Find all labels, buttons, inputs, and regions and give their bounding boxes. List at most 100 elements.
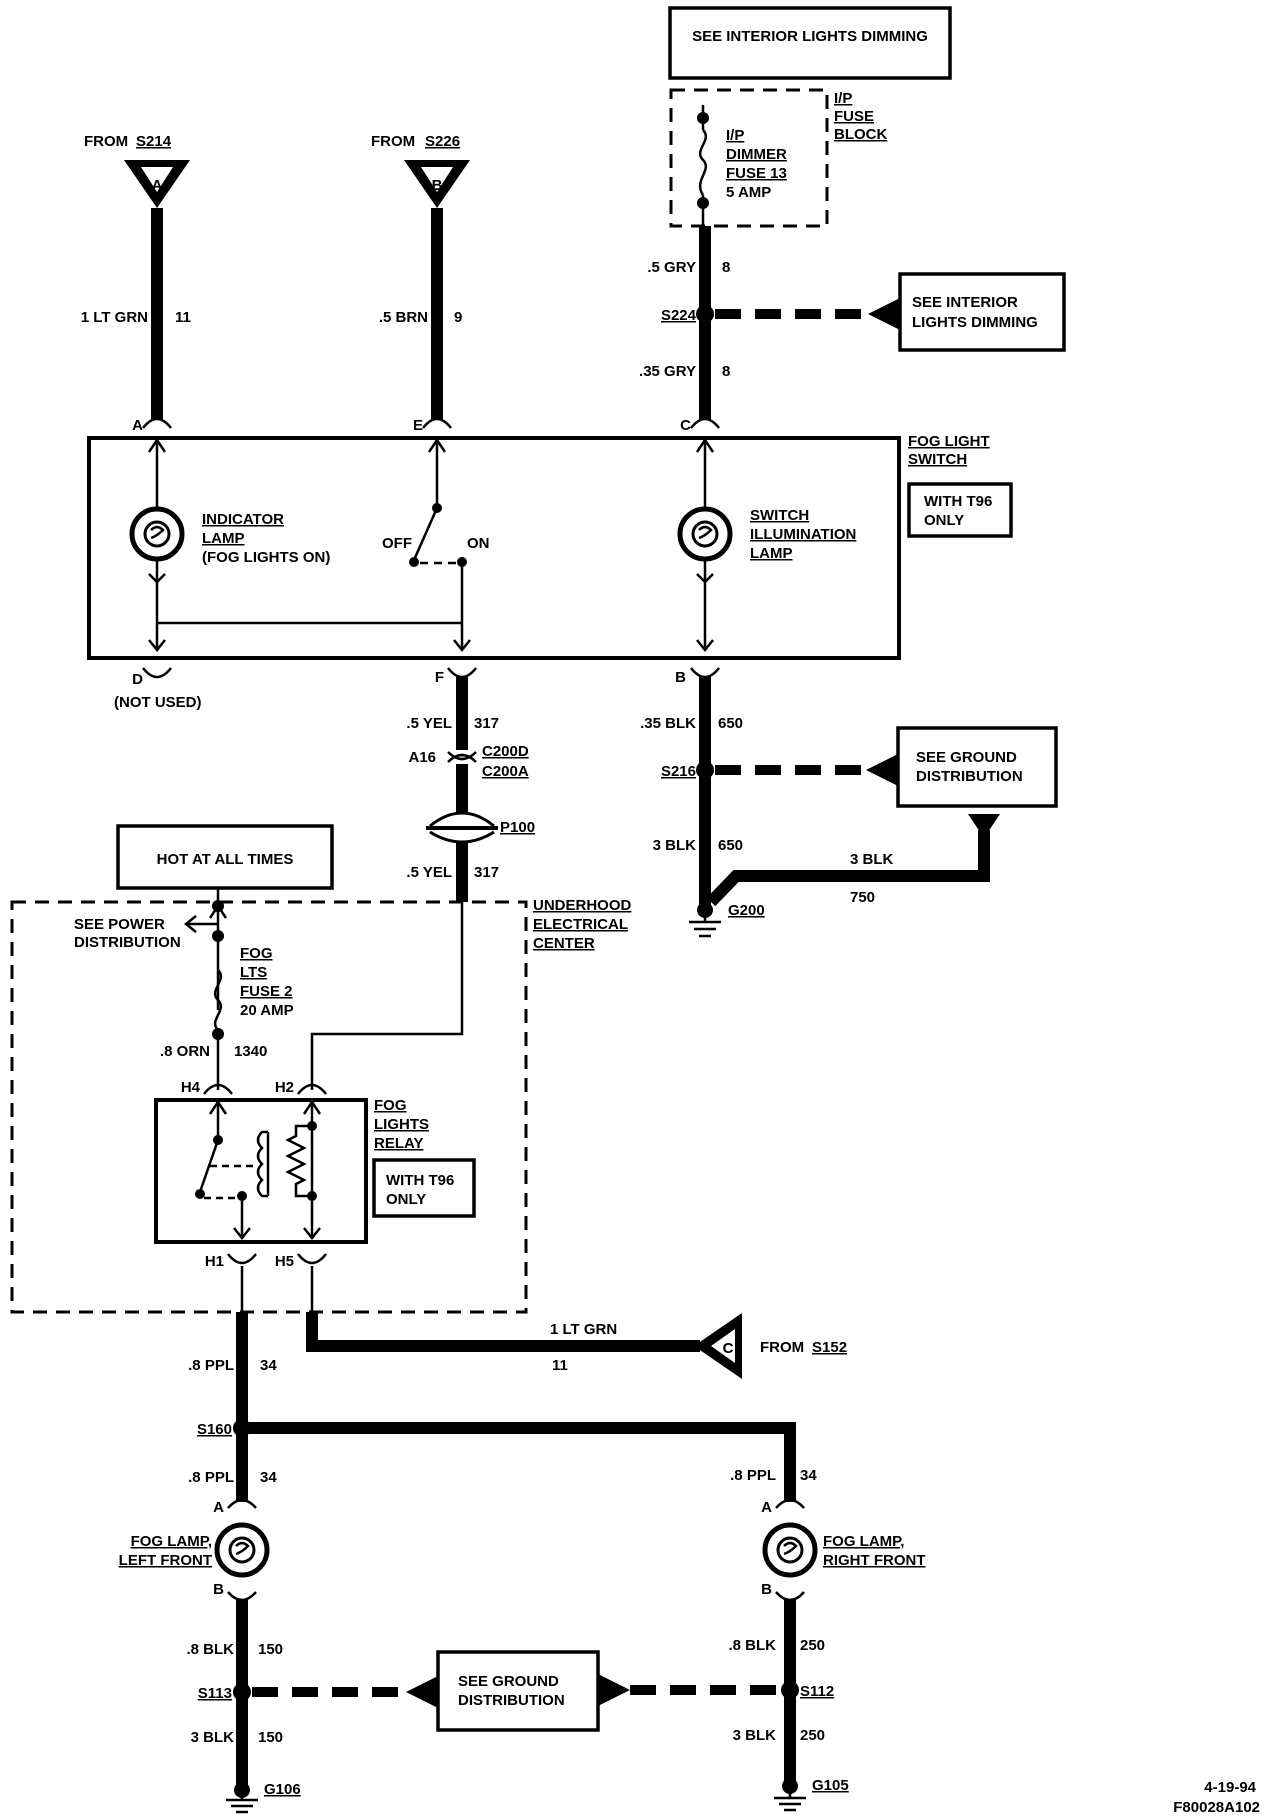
switch-on-label: ON bbox=[467, 535, 490, 552]
connector-h5-icon bbox=[297, 1253, 327, 1265]
fog-switch-title-2: SWITCH bbox=[908, 451, 967, 468]
indicator-lamp-label-3: (FOG LIGHTS ON) bbox=[202, 549, 330, 566]
splice-s224-dot bbox=[696, 305, 714, 323]
relay-option-2: ONLY bbox=[386, 1191, 426, 1208]
fuse-13-label-1: I/P bbox=[726, 127, 744, 144]
connector-c200d-label: C200D bbox=[482, 743, 529, 760]
wire-blk-650-upper-gauge: .35 BLK bbox=[640, 715, 696, 732]
source-b-splice: S226 bbox=[425, 133, 460, 150]
ip-fuse-block-label: I/P FUSE BLOCK bbox=[834, 90, 887, 143]
ground-g106-icon bbox=[226, 1782, 258, 1814]
ground-reference-lower-1: SEE GROUND bbox=[458, 1673, 559, 1690]
interior-dimming-reference-1: SEE INTERIOR bbox=[912, 294, 1018, 311]
wire-ppl-right-gauge: .8 PPL bbox=[730, 1467, 776, 1484]
wire-gry-lower-circuit: 8 bbox=[722, 363, 730, 380]
right-lamp-pin-a: A bbox=[761, 1499, 772, 1516]
ip-fuse-block-label-3: BLOCK bbox=[834, 126, 887, 143]
fuse-2-label-2: LTS bbox=[240, 964, 267, 981]
wire-a-gauge: 1 LT GRN bbox=[81, 309, 148, 326]
p100-passthrough-icon bbox=[426, 811, 498, 844]
wire-ltgrn-c-gauge: 1 LT GRN bbox=[550, 1321, 617, 1338]
indicator-lamp-icon bbox=[129, 506, 185, 562]
source-a-splice: S214 bbox=[136, 133, 172, 150]
hot-at-all-times-box: HOT AT ALL TIMES bbox=[116, 824, 334, 890]
left-lamp-pin-a: A bbox=[213, 1499, 224, 1516]
illumination-lamp-label-1: SWITCH bbox=[750, 507, 809, 524]
wire-ppl-34-right bbox=[242, 1422, 796, 1502]
fog-light-switch-contacts: OFF ON bbox=[382, 437, 490, 653]
pin-d-not-used: (NOT USED) bbox=[114, 694, 202, 711]
source-c-splice: S152 bbox=[812, 1339, 847, 1356]
ground-g200-icon bbox=[689, 902, 721, 938]
relay-option-box: WITH T96 ONLY bbox=[372, 1158, 476, 1218]
pin-d-label: D bbox=[132, 671, 143, 688]
relay-label-1: FOG bbox=[374, 1097, 407, 1114]
wire-yel-lower-circuit: 317 bbox=[474, 864, 499, 881]
wire-blk-150-lower-circuit: 150 bbox=[258, 1729, 283, 1746]
ground-reference-upper-1: SEE GROUND bbox=[916, 749, 1017, 766]
fog-switch-option-box: WITH T96 ONLY bbox=[907, 482, 1013, 538]
left-lamp-pin-b: B bbox=[213, 1581, 224, 1598]
wire-ppl-upper-circuit: 34 bbox=[260, 1357, 277, 1374]
ground-g200-label: G200 bbox=[728, 902, 765, 919]
wire-gry-upper-gauge: .5 GRY bbox=[647, 259, 696, 276]
ground-g105-icon bbox=[774, 1778, 806, 1812]
underhood-title-3: CENTER bbox=[533, 935, 595, 952]
interior-dimming-header-text: SEE INTERIOR LIGHTS DIMMING bbox=[692, 28, 928, 45]
reference-arrow-icon bbox=[868, 298, 900, 330]
connector-c-icon bbox=[690, 417, 720, 429]
pin-h1-label: H1 bbox=[205, 1253, 224, 1270]
interior-dimming-reference-box: SEE INTERIOR LIGHTS DIMMING bbox=[898, 272, 1066, 352]
ground-reference-lower-2: DISTRIBUTION bbox=[458, 1692, 565, 1709]
source-a-letter: A bbox=[152, 177, 163, 194]
fuse-13-label-2: DIMMER bbox=[726, 146, 787, 163]
fuse-2-label-1: FOG bbox=[240, 945, 273, 962]
wire-b-circuit: 9 bbox=[454, 309, 462, 326]
interior-dimming-reference-2: LIGHTS DIMMING bbox=[912, 314, 1038, 331]
illumination-lamp-label-2: ILLUMINATION bbox=[750, 526, 856, 543]
wire-ppl-upper-gauge: .8 PPL bbox=[188, 1357, 234, 1374]
wire-blk-750-gauge: 3 BLK bbox=[850, 851, 894, 868]
relay-label-3: RELAY bbox=[374, 1135, 423, 1152]
wire-yel-lower-gauge: .5 YEL bbox=[406, 864, 452, 881]
source-a-from: FROM bbox=[84, 133, 128, 150]
splice-s216-dot bbox=[696, 761, 714, 779]
ground-reference-box-upper: SEE GROUND DISTRIBUTION bbox=[896, 726, 1058, 808]
pin-h2-label: H2 bbox=[275, 1079, 294, 1096]
ip-fuse-block-label-1: I/P bbox=[834, 90, 852, 107]
connector-h4-icon bbox=[203, 1083, 233, 1095]
wire-a-circuit: 11 bbox=[175, 309, 191, 326]
connector-e-icon bbox=[422, 417, 452, 429]
underhood-title: UNDERHOOD ELECTRICAL CENTER bbox=[533, 897, 632, 952]
splice-s113-dot bbox=[233, 1683, 251, 1701]
wire-yel-317-internal bbox=[310, 902, 464, 1090]
wire-blk-250-upper-gauge: .8 BLK bbox=[728, 1637, 776, 1654]
indicator-lamp-label-2: LAMP bbox=[202, 530, 245, 547]
connector-d-icon bbox=[142, 667, 172, 679]
pin-h4-label: H4 bbox=[181, 1079, 201, 1096]
fog-light-switch-title: FOG LIGHT SWITCH bbox=[908, 433, 990, 468]
fog-lamp-right-icon bbox=[762, 1522, 818, 1578]
wire-orn-circuit: 1340 bbox=[234, 1043, 267, 1060]
underhood-electrical-center-outline bbox=[10, 900, 528, 1314]
wire-ppl-left-circuit: 34 bbox=[260, 1469, 277, 1486]
connector-f-icon bbox=[447, 667, 477, 679]
source-b-letter: B bbox=[432, 177, 443, 194]
switch-illumination-lamp-icon bbox=[677, 506, 733, 562]
power-reference-2: DISTRIBUTION bbox=[74, 934, 181, 951]
fuse-13-label-3: FUSE 13 bbox=[726, 165, 787, 182]
splice-s216-label: S216 bbox=[661, 763, 696, 780]
relay-contact-arm-icon bbox=[198, 1139, 220, 1193]
fog-lamp-right-label-2: RIGHT FRONT bbox=[823, 1552, 926, 1569]
fog-light-switch-box bbox=[87, 436, 901, 660]
splice-s113-label: S113 bbox=[198, 1685, 232, 1702]
pin-a-label: A bbox=[132, 417, 143, 434]
wire-blk-150-upper-circuit: 150 bbox=[258, 1641, 283, 1658]
reference-arrow-icon bbox=[866, 754, 898, 786]
ip-fuse-block-label-2: FUSE bbox=[834, 108, 874, 125]
pin-f-label: F bbox=[435, 669, 444, 686]
wire-blk-250-lower-circuit: 250 bbox=[800, 1727, 825, 1744]
pin-c-label: C bbox=[680, 417, 691, 434]
source-c-letter: C bbox=[723, 1340, 734, 1357]
